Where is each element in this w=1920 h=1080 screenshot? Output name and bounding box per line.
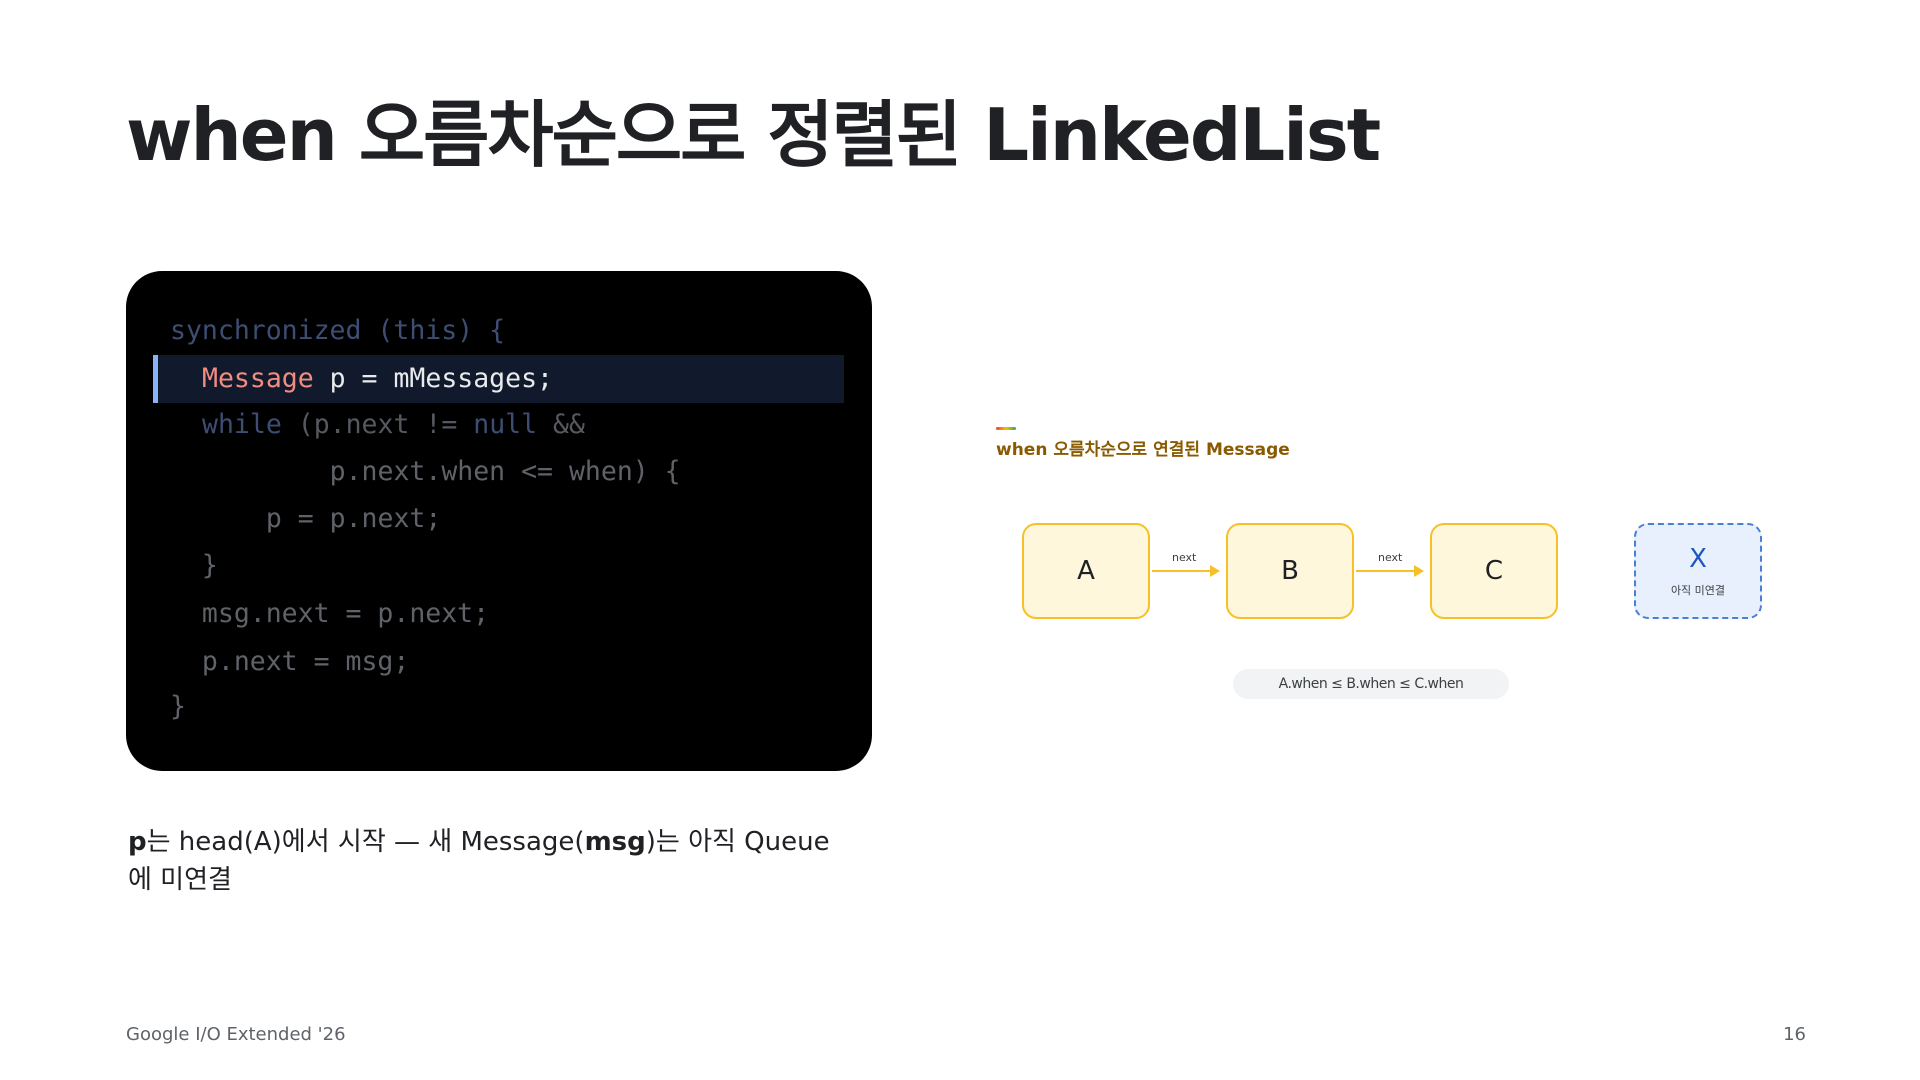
caption-bold-p: p <box>128 827 147 857</box>
code-line-8: p.next = msg; <box>170 646 410 677</box>
code-token: (p.next != <box>281 409 474 440</box>
code-token: synchronized (this) { <box>170 315 506 346</box>
next-label: next <box>1378 551 1403 564</box>
code-line-7: msg.next = p.next; <box>170 598 490 629</box>
code-line-3: while (p.next != null && <box>202 405 902 445</box>
ghost-node-sublabel: 아직 미연결 <box>1670 584 1726 597</box>
code-token-keyword: null <box>473 409 538 440</box>
slide-title: when 오름차순으로 정렬된 LinkedList <box>126 93 1381 177</box>
code-token-keyword: while <box>202 409 282 440</box>
footer-event-name: Google I/O Extended '26 <box>126 1024 346 1045</box>
diagram-title: when 오름차순으로 연결된 Message <box>996 440 1290 460</box>
page-number: 16 <box>1783 1024 1806 1045</box>
node-a: A <box>1022 523 1150 619</box>
code-caption: p는 head(A)에서 시작 — 새 Message(msg)는 아직 Que… <box>128 823 848 899</box>
node-c: C <box>1430 523 1558 619</box>
code-panel: synchronized (this) { Message p = mMessa… <box>126 271 872 771</box>
code-line-5: p = p.next; <box>202 503 442 534</box>
code-line-2-highlighted: Message p = mMessages; <box>153 355 844 403</box>
caption-text: 는 head(A)에서 시작 — 새 Message( <box>146 827 585 857</box>
caption-text: )는 아직 Queue에 미연결 <box>128 827 830 895</box>
code-line-6: } <box>170 550 218 581</box>
diagram-accent-bar <box>996 427 1016 430</box>
next-arrow-a-b <box>1152 565 1220 577</box>
ordering-condition-pill: A.when ≤ B.when ≤ C.when <box>1233 669 1509 699</box>
next-arrow-b-c <box>1356 565 1424 577</box>
node-x-unlinked: X 아직 미연결 <box>1634 523 1762 619</box>
code-line-1: synchronized (this) { <box>170 311 870 351</box>
code-token: p = mMessages; <box>313 363 554 394</box>
code-line-9: } <box>170 691 186 722</box>
linked-list-diagram: when 오름차순으로 연결된 Message A next B next C … <box>990 420 1790 720</box>
caption-bold-msg: msg <box>584 827 646 857</box>
next-label: next <box>1172 551 1197 564</box>
node-b: B <box>1226 523 1354 619</box>
ghost-node-label: X <box>1689 544 1707 574</box>
code-line-4: p.next.when <= when) { <box>202 456 681 487</box>
code-token-type: Message <box>202 363 314 394</box>
code-token: && <box>537 409 585 440</box>
